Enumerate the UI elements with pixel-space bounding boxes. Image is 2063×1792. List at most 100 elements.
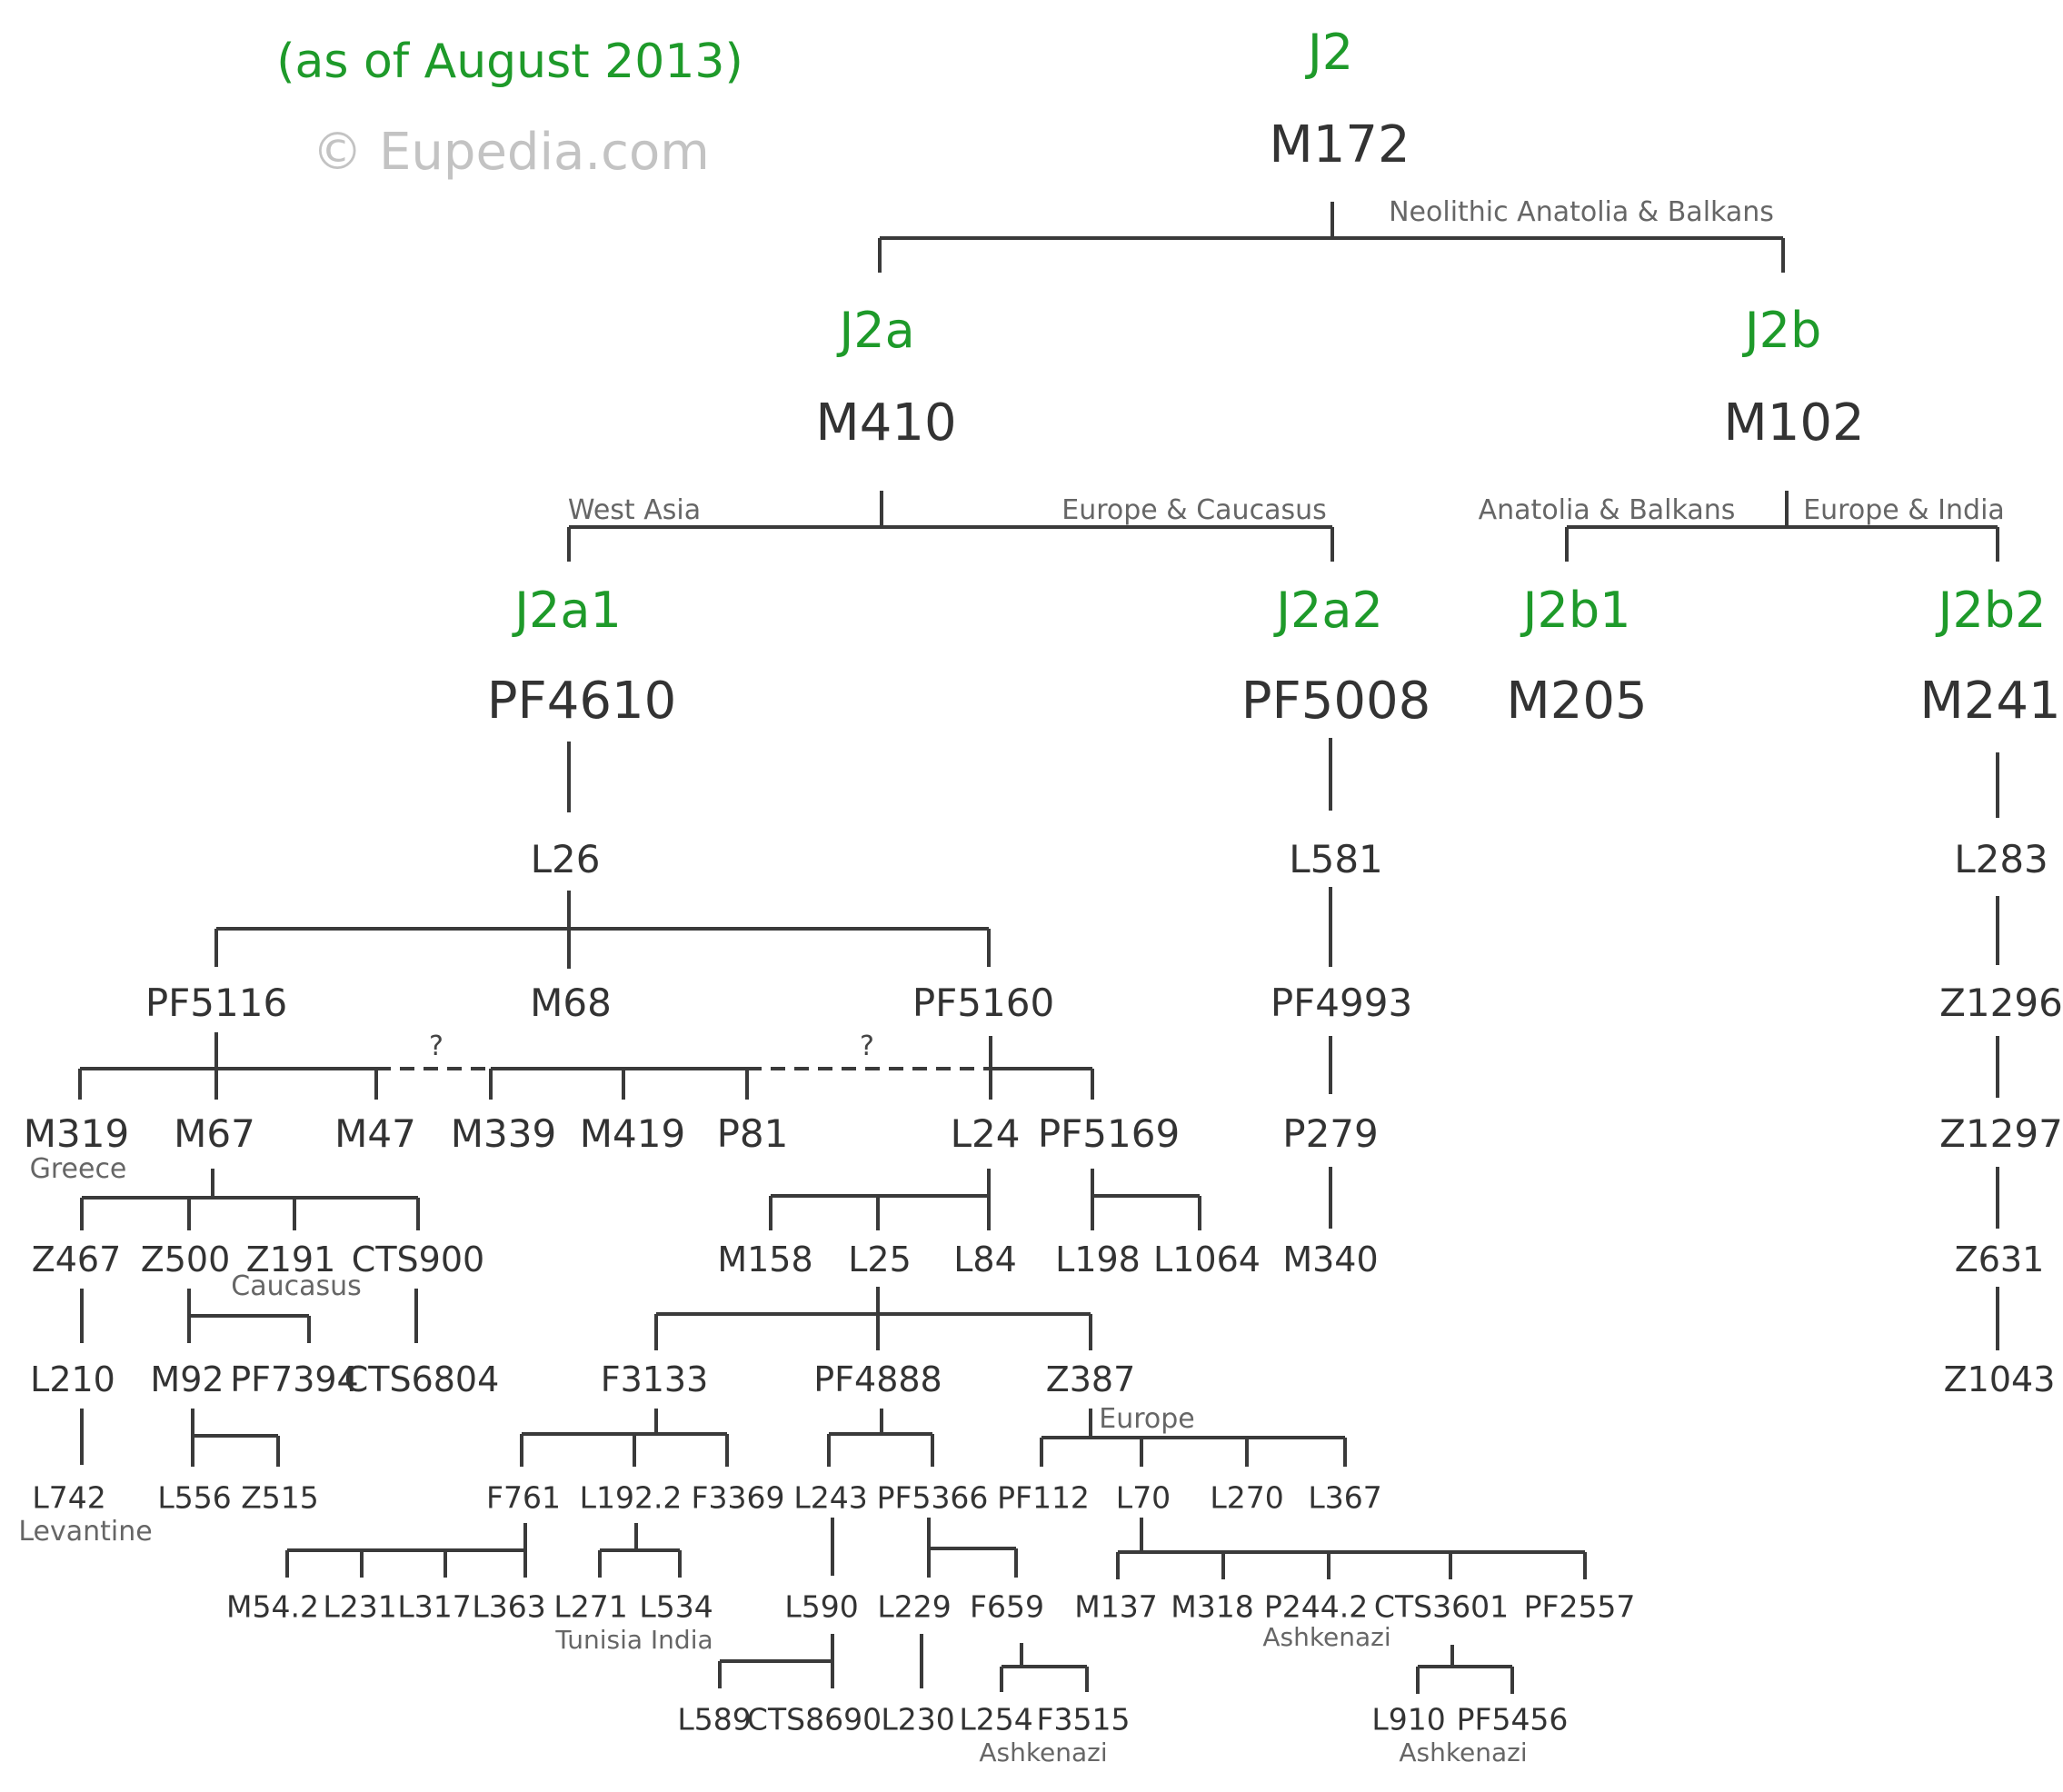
snp-l534: L534	[639, 1588, 713, 1625]
snp-z500: Z500	[140, 1239, 231, 1279]
snp-m339: M339	[450, 1111, 557, 1156]
snp-m47: M47	[334, 1111, 416, 1156]
region-ashkenazi: Ashkenazi	[979, 1737, 1108, 1767]
snp-z387: Z387	[1045, 1359, 1136, 1399]
snp-f3515: F3515	[1036, 1701, 1131, 1737]
snp-m67: M67	[174, 1111, 255, 1156]
snp-m241: M241	[1919, 672, 2061, 731]
haplogroup-j2: J2	[1307, 24, 1354, 81]
region-caucasus: Caucasus	[231, 1270, 362, 1302]
region-levantine: Levantine	[18, 1516, 153, 1548]
snp-l270: L270	[1210, 1479, 1284, 1516]
snp-l910: L910	[1371, 1701, 1446, 1737]
region-ashkenazi: Ashkenazi	[1399, 1737, 1528, 1767]
haplogroup-j2b2: J2b2	[1938, 582, 2047, 639]
snp-pf5116: PF5116	[145, 981, 288, 1025]
snp-z515: Z515	[241, 1479, 319, 1516]
snp-l590: L590	[784, 1588, 859, 1625]
snp-pf4888: PF4888	[813, 1359, 942, 1399]
snp-cts8690: CTS8690	[746, 1701, 882, 1737]
haplogroup-j2a1: J2a1	[514, 582, 622, 639]
snp-pf5169: PF5169	[1037, 1111, 1181, 1156]
snp-p244-2: P244.2	[1263, 1588, 1369, 1625]
snp-z631: Z631	[1954, 1239, 2045, 1279]
snp-l363: L363	[472, 1588, 546, 1625]
snp-pf4610: PF4610	[486, 672, 677, 731]
snp-z1297: Z1297	[1939, 1111, 2063, 1156]
snp-l581: L581	[1289, 837, 1383, 881]
snp-f3133: F3133	[600, 1359, 709, 1399]
snp-pf5160: PF5160	[912, 981, 1055, 1025]
snp-z1296: Z1296	[1939, 981, 2063, 1025]
snp-l229: L229	[877, 1588, 952, 1625]
snp-m68: M68	[530, 981, 612, 1025]
snp-l1064: L1064	[1153, 1239, 1261, 1279]
snp-pf7394: PF7394	[230, 1359, 359, 1399]
snp-cts3601: CTS3601	[1373, 1588, 1510, 1625]
snp-z1043: Z1043	[1943, 1359, 2056, 1399]
snp-l231: L231	[323, 1588, 397, 1625]
snp-m92: M92	[150, 1359, 224, 1399]
snp-m205: M205	[1506, 672, 1648, 731]
region-west-asia: West Asia	[567, 494, 702, 526]
snp-pf5456: PF5456	[1456, 1701, 1569, 1737]
snp-m54-2: M54.2	[226, 1588, 319, 1625]
snp-m419: M419	[579, 1111, 686, 1156]
region-anatolia-balkans: Anatolia & Balkans	[1478, 494, 1736, 526]
snp-f3369: F3369	[691, 1479, 785, 1516]
region-europe-caucasus: Europe & Caucasus	[1061, 494, 1327, 526]
snp-l25: L25	[848, 1239, 912, 1279]
snp-pf5366: PF5366	[876, 1479, 989, 1516]
region-tunisia-india: Tunisia India	[555, 1625, 713, 1655]
region-europe: Europe	[1099, 1403, 1195, 1435]
region-europe-india: Europe & India	[1803, 494, 2005, 526]
copyright-credit: © Eupedia.com	[312, 123, 710, 182]
snp-l742: L742	[32, 1479, 106, 1516]
snp-m102: M102	[1723, 393, 1865, 453]
snp-l243: L243	[793, 1479, 868, 1516]
snp-z467: Z467	[31, 1239, 122, 1279]
haplogroup-j2b1: J2b1	[1522, 582, 1631, 639]
snp-l254: L254	[959, 1701, 1033, 1737]
snp-l271: L271	[553, 1588, 628, 1625]
snp-p279: P279	[1282, 1111, 1379, 1156]
subtitle-date: (as of August 2013)	[276, 35, 743, 89]
snp-m137: M137	[1074, 1588, 1158, 1625]
haplogroup-j2b: J2b	[1744, 302, 1822, 359]
snp-l589: L589	[677, 1701, 752, 1737]
haplogroup-j2a2: J2a2	[1276, 582, 1383, 639]
snp-pf2557: PF2557	[1523, 1588, 1636, 1625]
snp-l230: L230	[881, 1701, 955, 1737]
region-neolithic-anatolia-balkans: Neolithic Anatolia & Balkans	[1389, 196, 1774, 228]
snp-pf5008: PF5008	[1241, 672, 1431, 731]
snp-f659: F659	[970, 1588, 1044, 1625]
snp-pf112: PF112	[997, 1479, 1090, 1516]
snp-pf4993: PF4993	[1270, 981, 1413, 1025]
region-greece: Greece	[29, 1153, 127, 1185]
snp-l84: L84	[953, 1239, 1017, 1279]
snp-l24: L24	[950, 1111, 1021, 1156]
snp-l70: L70	[1115, 1479, 1171, 1516]
snp-l283: L283	[1954, 837, 2048, 881]
snp-l556: L556	[157, 1479, 232, 1516]
snp-p81: P81	[716, 1111, 789, 1156]
snp-f761: F761	[486, 1479, 561, 1516]
snp-m172: M172	[1269, 115, 1410, 174]
snp-cts6804: CTS6804	[344, 1359, 500, 1399]
snp-m410: M410	[815, 393, 957, 453]
snp-cts900: CTS900	[351, 1239, 485, 1279]
snp-l210: L210	[30, 1359, 115, 1399]
region-ashkenazi: Ashkenazi	[1262, 1622, 1391, 1652]
snp-z191: Z191	[245, 1239, 336, 1279]
snp-l192-2: L192.2	[579, 1479, 683, 1516]
snp-m340: M340	[1282, 1239, 1379, 1279]
snp-m318: M318	[1171, 1588, 1254, 1625]
snp-m319: M319	[23, 1111, 130, 1156]
snp-l367: L367	[1308, 1479, 1382, 1516]
snp-m158: M158	[717, 1239, 813, 1279]
snp-l26: L26	[530, 837, 601, 881]
uncertain-link-mark: ?	[860, 1030, 874, 1062]
snp-l198: L198	[1055, 1239, 1141, 1279]
